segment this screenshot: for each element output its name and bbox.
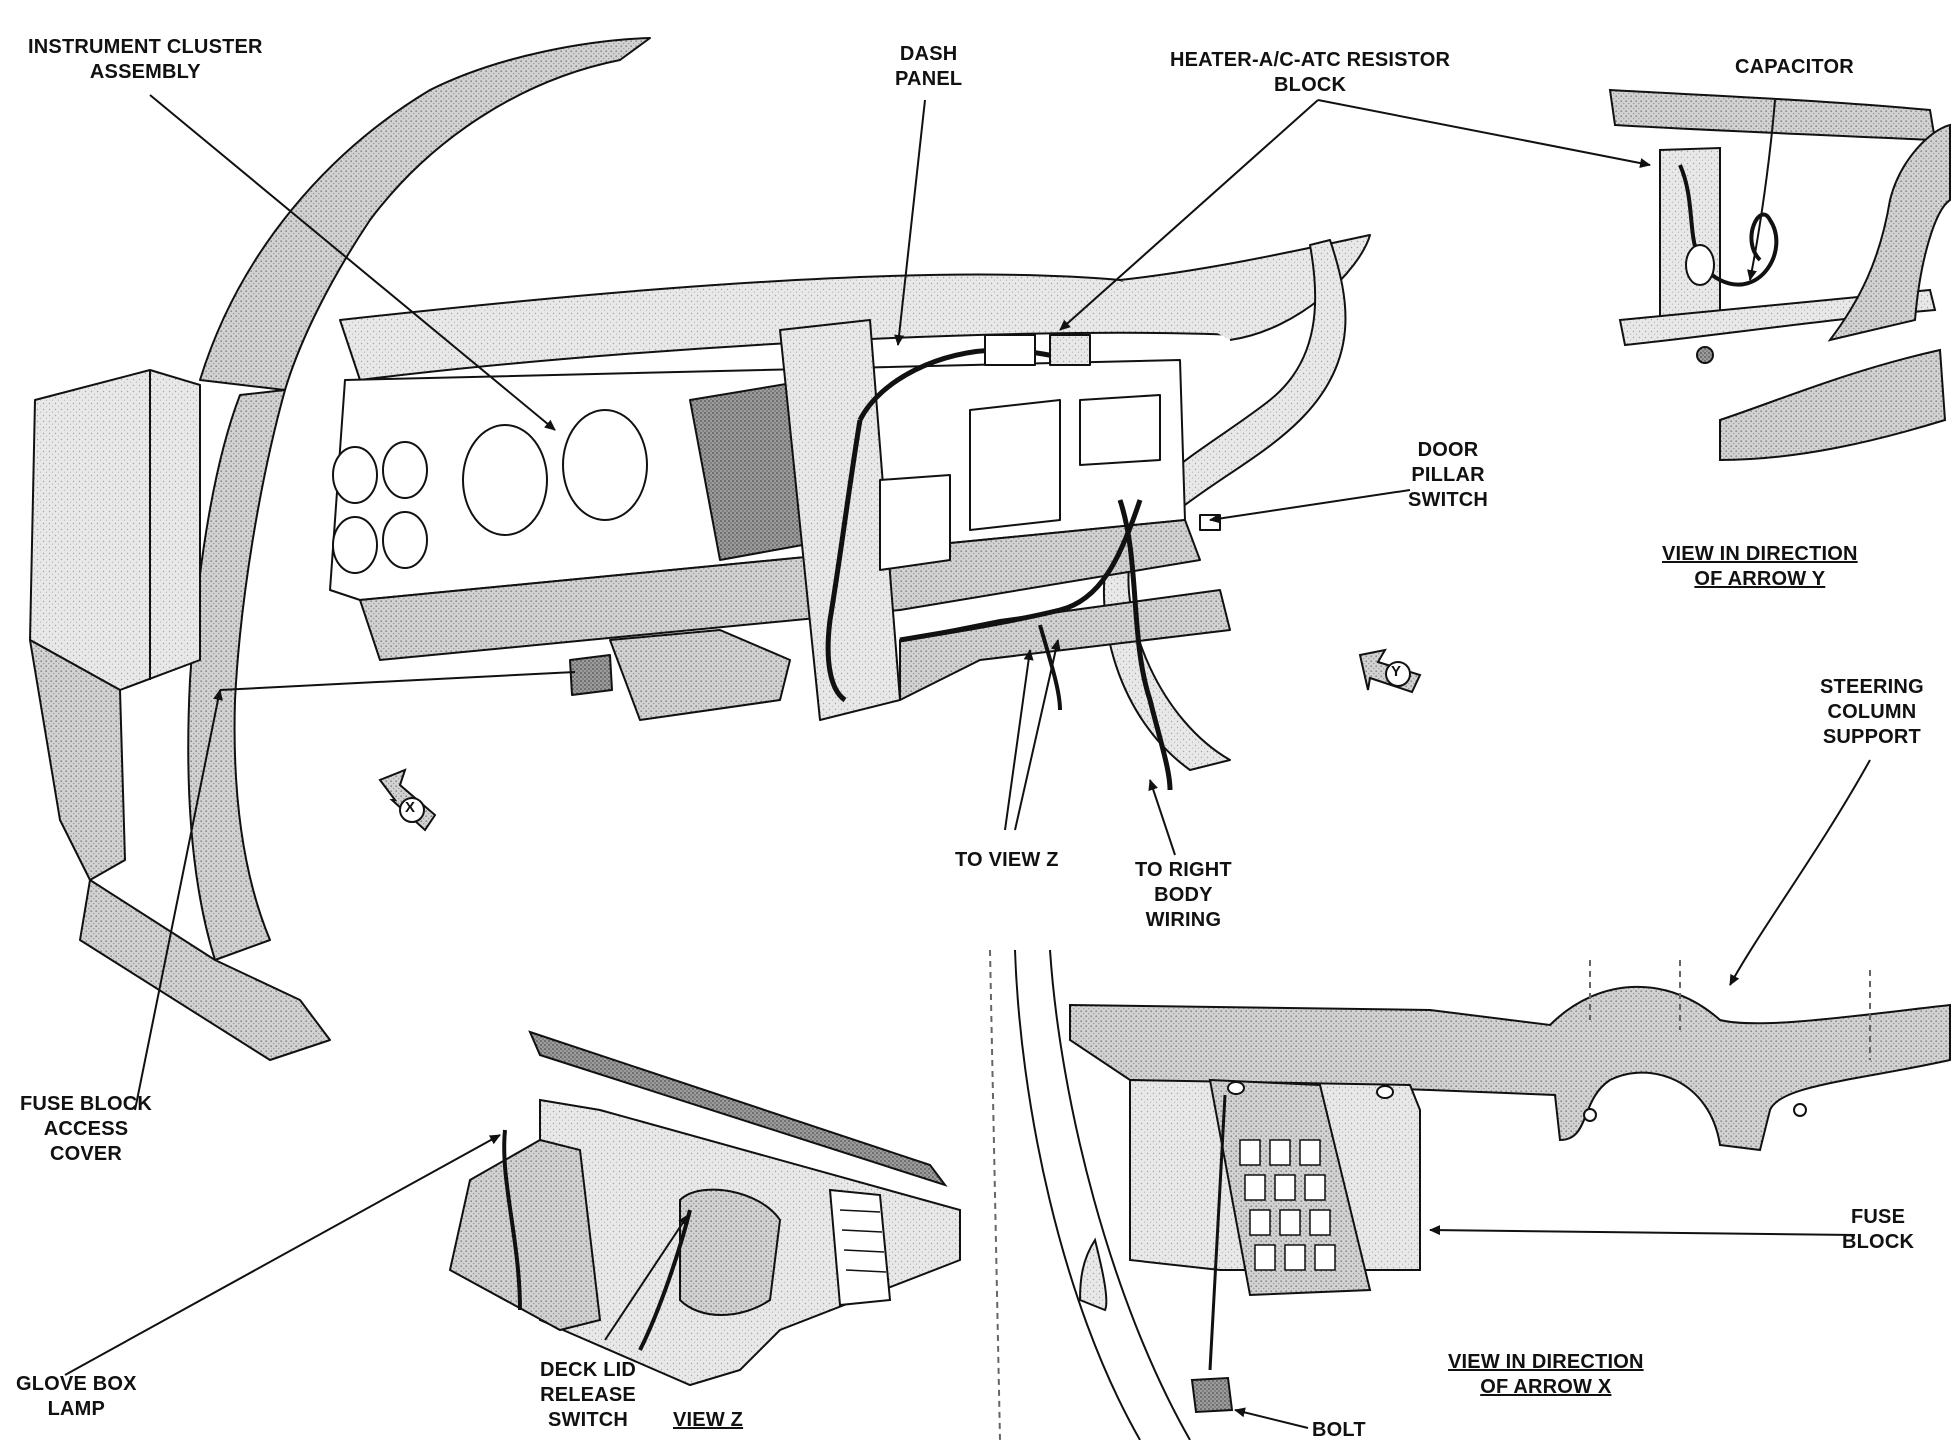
leader-fuse-cover: [134, 689, 223, 1111]
label-to-right-body-wiring: TO RIGHT BODY WIRING: [1135, 859, 1232, 931]
leader-to-view-z-b: [1014, 639, 1061, 831]
door-sill: [79, 879, 331, 1061]
leader-fuse-block: [1429, 1225, 1856, 1236]
a-pillar: [199, 37, 651, 391]
small-gauge-1: [332, 446, 378, 504]
arrow-x-marker: [378, 768, 437, 832]
dash-end-cap: [29, 369, 201, 691]
arrow-x-tag: X: [405, 799, 416, 816]
leader-lines: [64, 94, 1871, 1429]
leader-instrument-cluster: [149, 94, 556, 431]
speedometer: [462, 424, 548, 536]
label-view-z: VIEW Z: [673, 1409, 744, 1431]
label-door-pillar-switch: DOOR PILLAR SWITCH: [1408, 439, 1489, 511]
label-capacitor: CAPACITOR: [1735, 56, 1854, 78]
leader-resistor-left: [1059, 99, 1319, 331]
label-glove-box-lamp: GLOVE BOX LAMP: [16, 1373, 137, 1420]
label-instrument-cluster: INSTRUMENT CLUSTER ASSEMBLY: [28, 36, 263, 83]
label-fuse-block: FUSE BLOCK: [1842, 1206, 1915, 1253]
label-bolt: BOLT: [1312, 1419, 1366, 1441]
leader-steering-support: [1729, 759, 1871, 986]
steering-column-support-beam: [1069, 985, 1951, 1152]
view-z-inset: [448, 1030, 961, 1387]
label-view-arrow-y: VIEW IN DIRECTION OF ARROW Y: [1662, 543, 1858, 590]
label-heater-resistor: HEATER-A/C-ATC RESISTOR BLOCK: [1170, 49, 1451, 96]
small-gauge-3: [332, 516, 378, 574]
label-steering-column-support: STEERING COLUMN SUPPORT: [1820, 676, 1924, 748]
view-x-inset: [989, 949, 1951, 1440]
view-y-inset: [1608, 88, 1951, 462]
leader-glove-lamp: [64, 1134, 501, 1376]
leader-bolt: [1234, 1407, 1309, 1429]
label-deck-lid-release-switch: DECK LID RELEASE SWITCH: [540, 1359, 637, 1431]
small-gauge-2: [382, 441, 428, 499]
capacitor-body: [1685, 244, 1715, 286]
label-view-arrow-x: VIEW IN DIRECTION OF ARROW X: [1448, 1351, 1644, 1398]
arrow-y-tag: Y: [1391, 663, 1402, 680]
glove-lamp-wire: [502, 1129, 522, 1311]
leader-right-body: [1148, 779, 1176, 856]
label-dash-panel: DASH PANEL: [895, 43, 963, 90]
capacitor-wire: [1678, 164, 1779, 287]
bolt-shape: [1208, 1094, 1227, 1371]
leader-deck-lid: [604, 1214, 689, 1341]
gauge-cluster: [332, 409, 648, 574]
label-fuse-block-access-cover: FUSE BLOCK ACCESS COVER: [20, 1093, 152, 1165]
leader-door-pillar: [1209, 489, 1411, 524]
fuse-grid: [1239, 1139, 1336, 1271]
arrow-y-marker: [1358, 648, 1422, 694]
tachometer: [562, 409, 648, 521]
leader-resistor-right: [1317, 99, 1651, 168]
leader-dash-panel: [894, 99, 926, 346]
knee-bolster: [609, 629, 791, 721]
leader-to-view-z-a: [1004, 649, 1034, 831]
label-to-view-z: TO VIEW Z: [955, 849, 1059, 871]
small-gauge-4: [382, 511, 428, 569]
